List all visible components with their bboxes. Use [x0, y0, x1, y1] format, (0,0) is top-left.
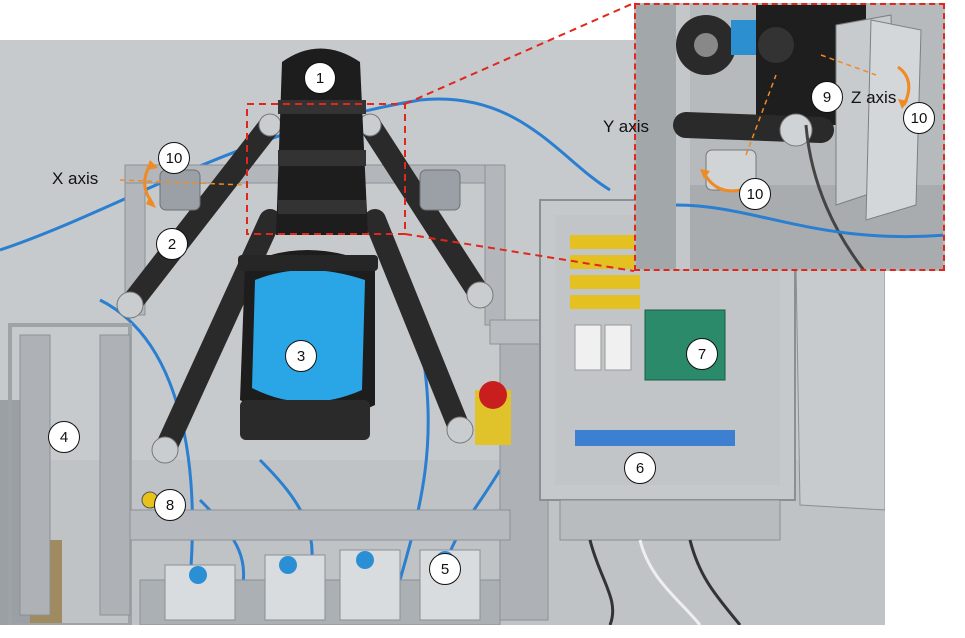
callout-9: 9 [811, 81, 843, 113]
callout-5: 5 [429, 553, 461, 585]
callout-10-x-axis: 10 [158, 142, 190, 174]
x-axis-label: X axis [52, 169, 99, 188]
callout-7: 7 [686, 338, 718, 370]
callout-2: 2 [156, 228, 188, 260]
y-axis-label: Y axis [603, 117, 649, 136]
callout-3: 3 [285, 340, 317, 372]
callout-1: 1 [304, 62, 336, 94]
callout-6: 6 [624, 452, 656, 484]
zoom-inset-photo [634, 3, 945, 271]
ankle-joint-illustration [636, 5, 943, 269]
z-axis-label: Z axis [851, 88, 897, 107]
callout-4: 4 [48, 421, 80, 453]
callout-8: 8 [154, 489, 186, 521]
callout-10-z-axis: 10 [903, 102, 935, 134]
callout-10-y-axis: 10 [739, 178, 771, 210]
